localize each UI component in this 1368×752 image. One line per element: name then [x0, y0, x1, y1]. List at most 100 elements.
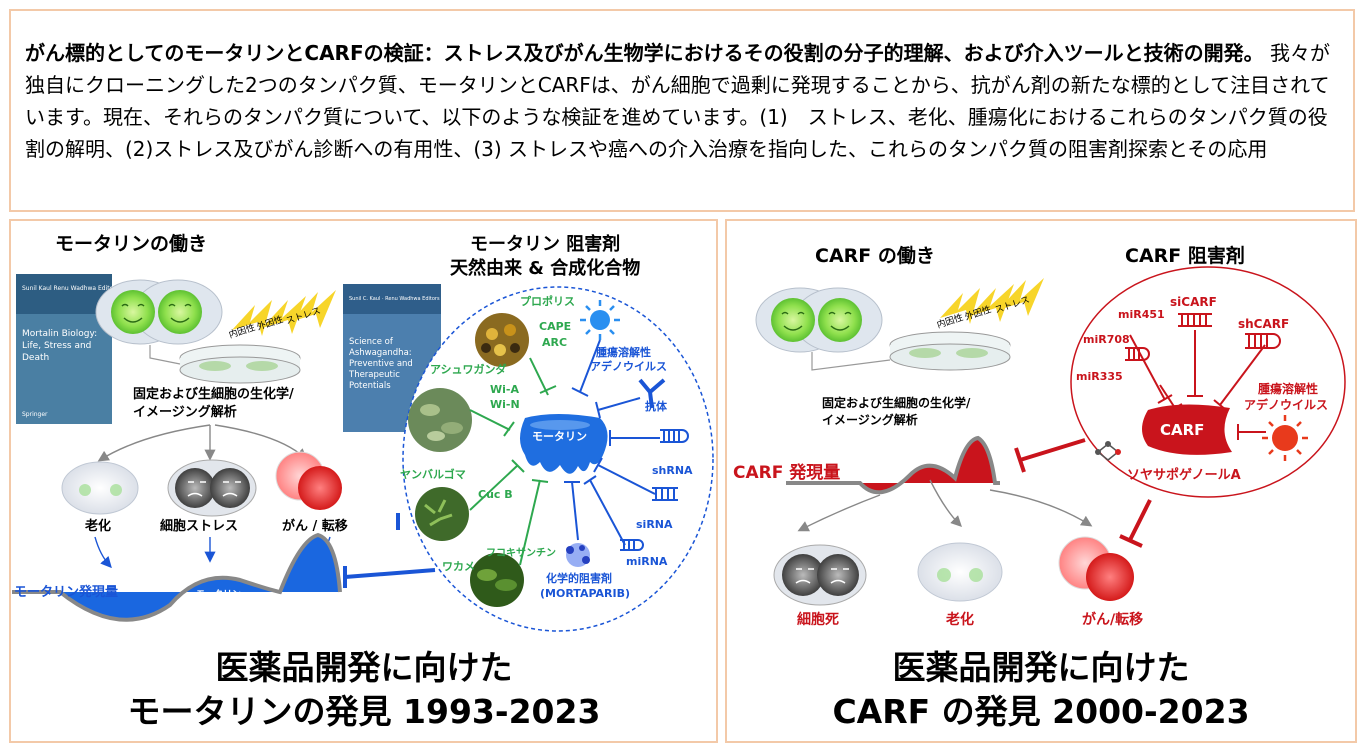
yanbarugoma-image	[415, 487, 469, 541]
svg-text:Ashwagandha:: Ashwagandha:	[349, 348, 412, 358]
svg-text:Preventive and: Preventive and	[349, 359, 413, 369]
label-oncolytic: 腫瘍溶解性	[596, 345, 651, 359]
chemical-inhibitor-icon	[566, 543, 590, 567]
label-wakame: ワカメ	[442, 560, 475, 573]
analysis-label-line1: 固定および生細胞の生化学/	[133, 386, 294, 402]
cell-to-dish-connector	[149, 345, 181, 365]
analysis-label-line2: イメージング解析	[133, 404, 237, 420]
carf-cancer-icon	[1058, 536, 1134, 601]
carf-inhibition-bar-2	[1119, 534, 1143, 548]
svg-text:Springer: Springer	[22, 411, 48, 418]
label-mirna: miRNA	[626, 555, 668, 568]
carf-adenovirus-icon	[1262, 415, 1308, 461]
label-ashwagandha: アシュワガンダ	[430, 362, 507, 376]
label-shcarf: shCARF	[1238, 317, 1289, 331]
intro-title: がん標的としてのモータリンとCARFの検証：ストレス及びがん生物学におけるその役…	[25, 41, 1264, 65]
carf-cell-to-dish-connector	[811, 352, 891, 371]
senescence-cells-icon	[61, 461, 139, 515]
shrna-icon	[660, 429, 689, 443]
label-cuc-b: Cuc B	[478, 488, 513, 501]
carf-branch-arrows	[797, 479, 1093, 532]
label-arc: ARC	[542, 336, 567, 349]
mir708-icon	[1125, 347, 1150, 361]
carf-inhibition-lines	[1129, 330, 1266, 440]
label-carf-adenovirus: アデノウイルス	[1244, 397, 1328, 412]
label-sicarf: siCARF	[1170, 295, 1217, 309]
label-sirna: siRNA	[636, 518, 673, 531]
book-mortalin-biology: Sunil Kaul Renu Wadhwa Editors Mortalin …	[16, 274, 119, 424]
label-mir335: miR335	[1076, 370, 1123, 383]
label-mortaparib: (MORTAPARIB)	[540, 587, 630, 600]
carf-function-title: CARF の働き	[815, 244, 935, 267]
shcarf-icon	[1245, 333, 1281, 349]
label-propolis: プロポリス	[520, 294, 575, 308]
carf-petri-dish-icon	[889, 331, 1011, 371]
carf-footer-line2: CARF の発見 2000-2023	[832, 692, 1250, 731]
carf-healthy-cells-icon	[755, 287, 883, 353]
healthy-cells-icon	[95, 279, 223, 345]
natural-inhibition-lines	[469, 357, 557, 566]
svg-text:Mortalin Biology:: Mortalin Biology:	[22, 329, 97, 339]
mortalin-footer-line2: モータリンの発見 1993-2023	[127, 692, 601, 731]
book-science-of-ashwagandha: Sunil C. Kaul · Renu Wadhwa Editors Scie…	[343, 284, 441, 432]
svg-text:Life, Stress and: Life, Stress and	[22, 341, 91, 351]
outcome-senescence: 老化	[84, 518, 111, 534]
carf-outcome-cell-death: 細胞死	[797, 611, 839, 628]
mortalin-expression-curve	[12, 532, 342, 622]
label-antibody: 抗体	[645, 399, 668, 413]
label-fucoxanthin: フコキサンチン	[486, 547, 556, 559]
outcome-cell-stress: 細胞ストレス	[160, 518, 238, 534]
mortalin-function-title: モータリンの働き	[55, 232, 207, 255]
label-shrna: shRNA	[652, 464, 693, 477]
stressed-cells-icon	[167, 459, 257, 517]
svg-text:Sunil Kaul Renu Wadhwa Editor: Sunil Kaul Renu Wadhwa Editors	[22, 285, 119, 292]
intro-body: 我々が独自にクローニングした2つのタンパク質、モータリンとCARFは、がん細胞で…	[25, 41, 1330, 161]
cancer-cells-icon	[275, 451, 342, 510]
carf-cell-death-icon	[773, 544, 867, 606]
svg-text:Sunil C. Kaul · Renu Wadhwa E: Sunil C. Kaul · Renu Wadhwa Editors	[349, 296, 440, 302]
carf-expression-curve	[786, 435, 1000, 495]
outcome-cancer-metastasis: がん / 転移	[282, 518, 348, 534]
inhibition-to-curve	[344, 568, 436, 579]
label-carf-oncolytic: 腫瘍溶解性	[1258, 381, 1318, 396]
label-wi-a: Wi-A	[490, 383, 519, 396]
antibody-icon	[638, 378, 666, 409]
soyasapogenol-molecule-icon	[1095, 441, 1121, 461]
petri-dish-icon	[179, 344, 301, 384]
carf-footer-line1: 医薬品開発に向けた	[892, 648, 1190, 687]
svg-text:Potentials: Potentials	[349, 381, 391, 391]
mortalin-footer: 医薬品開発に向けた モータリンの発見 1993-2023	[14, 646, 714, 734]
center-label: モータリン	[532, 430, 587, 443]
label-adenovirus: アデノウイルス	[590, 359, 667, 373]
svg-text:Science of: Science of	[349, 337, 394, 347]
carf-inhibition-to-curve	[1019, 438, 1086, 462]
carf-senescence-icon	[917, 542, 1003, 602]
intro-box: がん標的としてのモータリンとCARFの検証：ストレス及びがん生物学におけるその役…	[9, 9, 1355, 212]
label-yanbarugoma: ヤンバルゴマ	[400, 467, 466, 481]
svg-text:Therapeutic: Therapeutic	[348, 370, 400, 380]
carf-center-label: CARF	[1160, 421, 1204, 439]
carf-outcome-cancer: がん/転移	[1082, 611, 1143, 628]
carf-analysis-label-line2: イメージング解析	[822, 412, 918, 427]
label-cape: CAPE	[539, 320, 571, 333]
oncolytic-adenovirus-icon	[580, 300, 620, 340]
label-soyasapogenol: ソヤサポゲノールA	[1127, 467, 1241, 483]
carf-inhibition-bar	[1014, 447, 1026, 473]
label-chemical-inhibitor: 化学的阻害剤	[546, 571, 612, 585]
analysis-branch-arrows	[97, 424, 308, 462]
carf-footer: 医薬品開発に向けた CARF の発見 2000-2023	[730, 646, 1352, 734]
mortalin-inhibitor-title-line1: モータリン 阻害剤	[470, 233, 620, 255]
wakame-image	[470, 553, 524, 607]
synthetic-inhibition-lines	[564, 339, 660, 546]
carf-center-icon	[1142, 404, 1232, 455]
expression-label: モータリン発現量	[14, 584, 118, 600]
propolis-image	[475, 313, 529, 367]
curve-label: モータリン	[196, 588, 241, 600]
label-wi-n: Wi-N	[490, 398, 520, 411]
carf-inhibition-to-cancer	[1128, 499, 1152, 541]
carf-outcome-senescence: 老化	[946, 611, 974, 628]
carf-analysis-label-line1: 固定および生細胞の生化学/	[822, 395, 971, 410]
intro-text: がん標的としてのモータリンとCARFの検証：ストレス及びがん生物学におけるその役…	[25, 37, 1345, 165]
mortalin-footer-line1: 医薬品開発に向けた	[215, 648, 513, 687]
